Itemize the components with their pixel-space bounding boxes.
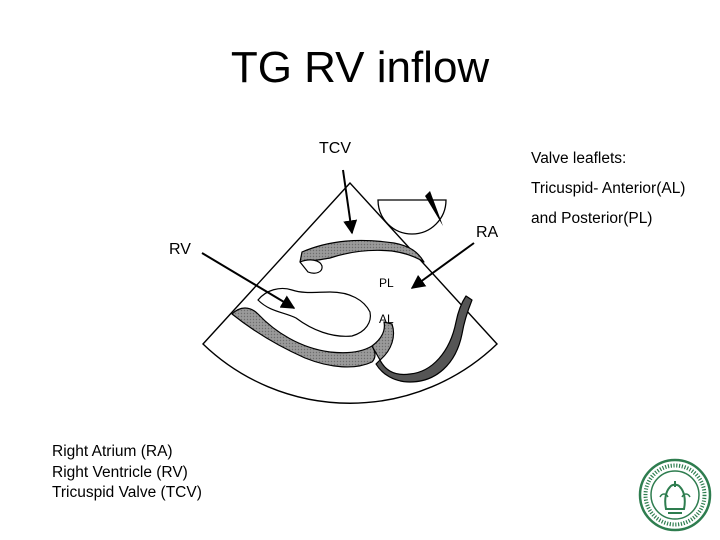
legend-line: Right Atrium (RA) bbox=[52, 443, 173, 460]
heart-walls bbox=[231, 239, 473, 383]
tcv-label: TCV bbox=[319, 140, 351, 157]
note-line: and Posterior(PL) bbox=[531, 210, 653, 227]
ra-label: RA bbox=[476, 224, 499, 241]
legend-line: Tricuspid Valve (TCV) bbox=[52, 484, 202, 501]
ra-arrow bbox=[410, 242, 475, 289]
tcv-arrow bbox=[342, 169, 358, 235]
society-logo bbox=[638, 458, 712, 532]
rv-label: RV bbox=[169, 241, 191, 258]
echo-sector bbox=[202, 181, 498, 404]
valve-leaflet-notes: Valve leaflets: Tricuspid- Anterior(AL) … bbox=[531, 144, 685, 234]
rv-arrow bbox=[201, 252, 296, 309]
al-label: AL bbox=[379, 312, 394, 326]
orientation-marker bbox=[377, 191, 447, 235]
pl-label: PL bbox=[379, 276, 394, 290]
slide-title: TG RV inflow bbox=[230, 43, 490, 92]
legend-line: Right Ventricle (RV) bbox=[52, 463, 188, 481]
note-line: Valve leaflets: bbox=[531, 150, 627, 167]
note-line: Tricuspid- Anterior(AL) bbox=[531, 180, 686, 197]
abbreviation-legend: Right Atrium (RA) Right Ventricle (RV) T… bbox=[52, 442, 202, 504]
